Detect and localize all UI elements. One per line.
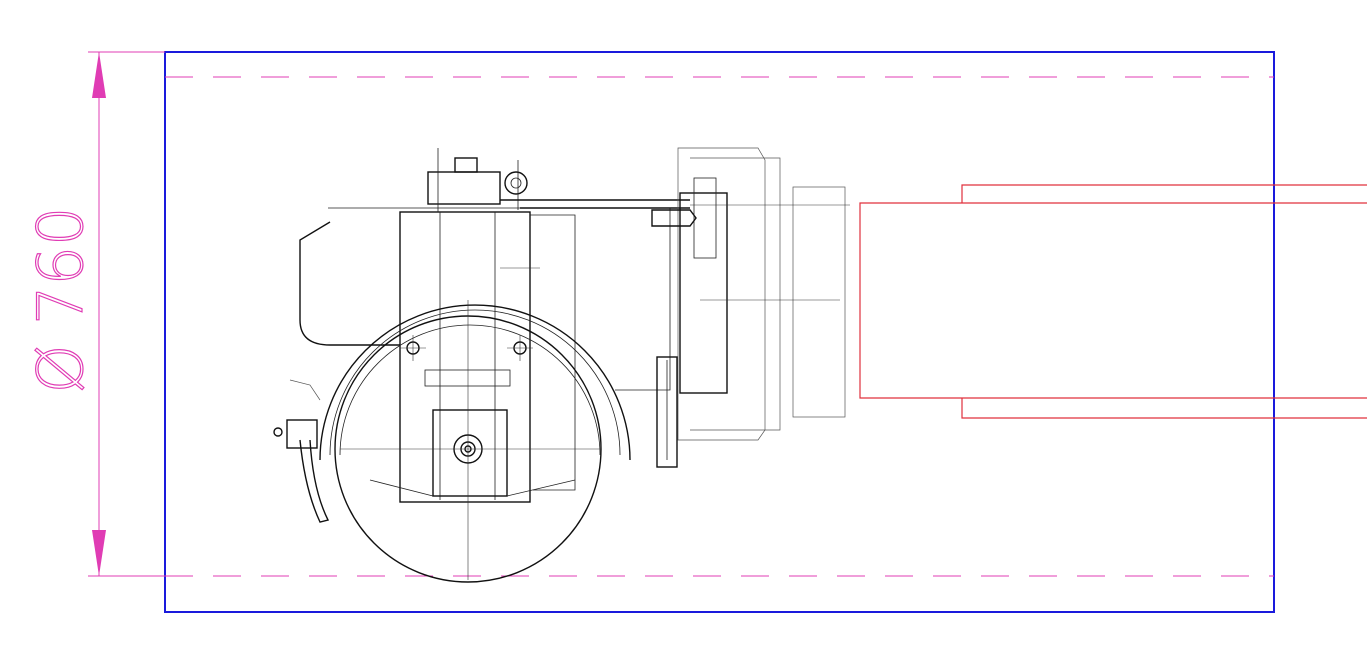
diameter-label: Ø 760 [24, 207, 97, 394]
boundary-rectangle [164, 51, 1275, 613]
diameter-dimension [88, 51, 165, 577]
arrowhead-top [92, 52, 106, 98]
arrowhead-bottom [92, 530, 106, 576]
engine-saw-machine [273, 147, 850, 583]
pipe-outline [859, 184, 1367, 419]
